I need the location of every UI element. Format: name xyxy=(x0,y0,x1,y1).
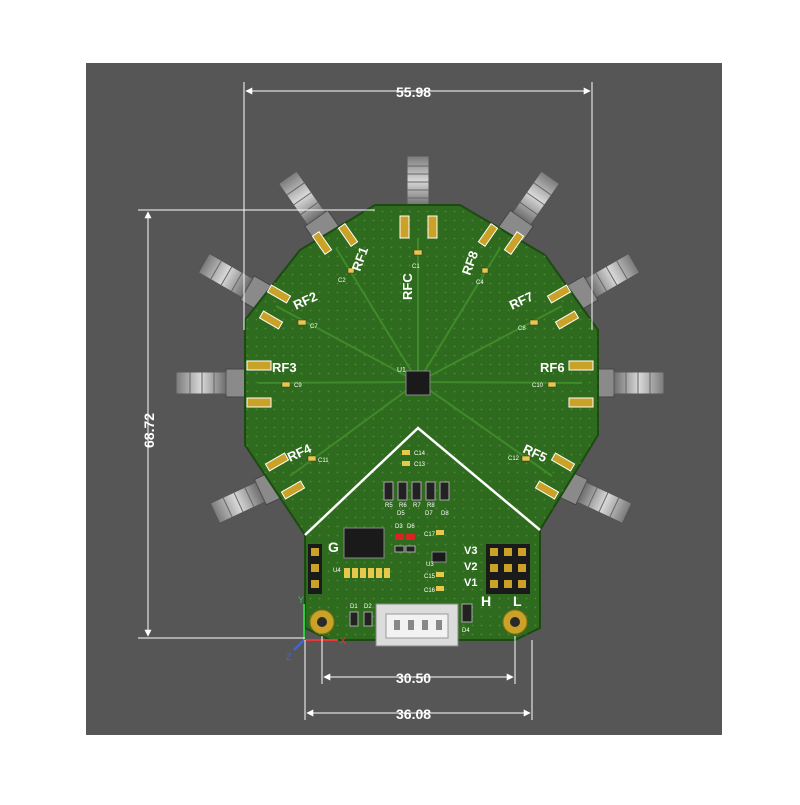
left-pin-header[interactable] xyxy=(308,544,322,594)
label-d7: D7 xyxy=(425,511,433,517)
dimension-lines xyxy=(138,82,593,720)
label-u4: U4 xyxy=(333,568,341,574)
port-capacitors xyxy=(281,249,557,462)
sma-connector-rf3 xyxy=(175,368,251,398)
label-c10: C10 xyxy=(532,383,544,389)
label-d8: D8 xyxy=(441,511,449,517)
label-u1: U1 xyxy=(397,367,406,374)
dimension-top-width: 55.98 xyxy=(396,84,431,100)
label-d5: D5 xyxy=(397,511,405,517)
power-connector[interactable] xyxy=(375,603,459,647)
switch-ic[interactable] xyxy=(405,370,431,396)
label-l: L xyxy=(513,593,522,609)
axis-z-label: Z xyxy=(286,652,292,662)
dimension-left-height: 68.72 xyxy=(141,413,157,448)
right-pin-header[interactable] xyxy=(486,544,530,594)
port-pads xyxy=(246,215,594,500)
label-v1: V1 xyxy=(464,577,477,589)
label-c11: C11 xyxy=(318,458,329,464)
port-designators: C1 C2 C4 C7 C8 C9 C10 C11 C12 xyxy=(294,264,544,464)
sma-connector-rf6 xyxy=(589,368,665,398)
label-c1: C1 xyxy=(412,264,420,270)
label-v3: V3 xyxy=(464,545,477,557)
voltage-labels: V3 V2 V1 xyxy=(464,545,477,589)
label-d3: D3 xyxy=(395,524,403,530)
label-c17: C17 xyxy=(424,532,436,538)
label-r6: R6 xyxy=(399,503,407,509)
axis-x-label: X xyxy=(340,636,346,646)
dimension-values: 55.98 68.72 30.50 36.08 xyxy=(141,84,431,722)
label-c14: C14 xyxy=(414,451,426,457)
label-rf6: RF6 xyxy=(540,360,565,375)
label-u3: U3 xyxy=(426,562,434,568)
label-c8: C8 xyxy=(518,326,526,332)
label-r7: R7 xyxy=(413,503,421,509)
label-g: G xyxy=(328,539,339,555)
label-c13: C13 xyxy=(414,462,426,468)
axis-indicator: Y Z X xyxy=(286,595,346,662)
label-d1: D1 xyxy=(350,604,358,610)
label-d6: D6 xyxy=(407,524,415,530)
label-h: H xyxy=(481,593,491,609)
label-rf3: RF3 xyxy=(272,360,297,375)
label-d4: D4 xyxy=(462,628,470,634)
label-c15: C15 xyxy=(424,574,436,580)
header-labels: G H L xyxy=(328,539,522,609)
silkscreen-divider xyxy=(304,426,541,536)
label-c9: C9 xyxy=(294,383,302,389)
axis-y-label: Y xyxy=(298,595,304,605)
control-components: C14 C13 R5 R6 R7 R8 D5 D7 D8 U4 D3 D6 U3 xyxy=(333,450,473,634)
sma-connector-rf7 xyxy=(562,252,641,313)
label-d2: D2 xyxy=(364,604,372,610)
label-rfc: RFC xyxy=(400,273,415,300)
dimension-hole-spacing: 30.50 xyxy=(396,670,431,686)
label-c12: C12 xyxy=(508,456,520,462)
label-r8: R8 xyxy=(427,503,435,509)
label-v2: V2 xyxy=(464,561,477,573)
dimension-bottom-width: 36.08 xyxy=(396,706,431,722)
mounting-holes xyxy=(309,609,528,635)
label-r5: R5 xyxy=(385,503,393,509)
pcb-board[interactable]: U1 RFC RF1 RF8 RF2 RF7 xyxy=(244,204,599,647)
label-c16: C16 xyxy=(424,588,436,594)
label-c4: C4 xyxy=(476,280,484,286)
via-stitching xyxy=(245,205,598,640)
label-c2: C2 xyxy=(338,278,346,284)
label-c7: C7 xyxy=(310,324,318,330)
